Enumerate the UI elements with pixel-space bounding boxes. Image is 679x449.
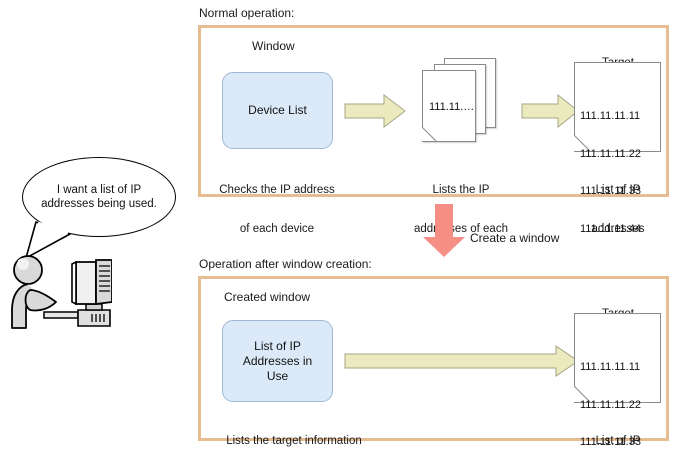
device-list-caption-line-1: Checks the IP address xyxy=(219,184,335,196)
page-fold-icon xyxy=(574,135,591,152)
document-stack-caption: Lists the IP addresses of each xyxy=(396,158,526,262)
ip-address-row: 111.11.11.11 xyxy=(580,361,641,373)
created-window-box-line-3: Use xyxy=(266,368,289,383)
ip-address-row: 111.11.11.11 xyxy=(580,110,641,122)
bottom-panel-heading: Operation after window creation: xyxy=(199,257,372,271)
document-stack: 111.11.… xyxy=(420,58,510,144)
device-list-caption-line-2: of each device xyxy=(239,223,315,235)
top-target-caption-line-1: List of IP xyxy=(595,184,641,196)
created-window-box-line-2: Addresses in xyxy=(242,353,313,368)
arrow-right-long-icon xyxy=(344,345,579,377)
page-fold-icon xyxy=(574,386,591,403)
created-window-box-line-1: List of IP xyxy=(254,338,301,353)
bottom-target-caption: List of IP addresses xyxy=(575,409,661,449)
create-window-down-arrow-icon xyxy=(423,204,465,257)
device-list-box-label: Device List xyxy=(248,103,307,117)
ip-address-row: 111.11.11.22 xyxy=(580,147,641,160)
top-target-caption: List of IP addresses xyxy=(575,158,661,262)
created-window-caption-line-1: Lists the target information xyxy=(226,435,362,447)
top-panel-window-label: Window xyxy=(252,39,295,53)
person-at-computer-icon xyxy=(11,255,112,329)
top-panel-heading: Normal operation: xyxy=(199,6,295,20)
speech-bubble-line-2: addresses being used. xyxy=(41,198,157,210)
bottom-target-caption-line-1: List of IP xyxy=(595,435,641,447)
top-target-document: 111.11.11.11 111.11.11.22 111.11.11.33 1… xyxy=(574,62,661,235)
bottom-panel-window-label: Created window xyxy=(224,290,311,304)
device-list-caption: Checks the IP address of each device xyxy=(201,158,353,262)
ip-address-row: 111.11.11.33 xyxy=(580,185,641,197)
ip-address-row: 111.11.11.44 xyxy=(580,222,641,235)
top-target-ip-list: 111.11.11.11 111.11.11.22 111.11.11.33 1… xyxy=(580,85,641,260)
create-window-label: Create a window xyxy=(470,231,560,245)
page-fold-icon xyxy=(422,127,437,142)
top-target-caption-line-2: addresses xyxy=(591,223,645,235)
created-window-box[interactable]: List of IP Addresses in Use xyxy=(222,320,333,402)
arrow-right-icon-1 xyxy=(344,94,406,128)
speech-bubble: I want a list of IP addresses being used… xyxy=(22,157,176,237)
bottom-target-document: 111.11.11.11 111.11.11.22 111.11.11.33 1… xyxy=(574,313,661,448)
document-stack-caption-line-2: addresses of each xyxy=(414,223,508,235)
bottom-target-ip-list: 111.11.11.11 111.11.11.22 111.11.11.33 1… xyxy=(580,336,641,449)
document-stack-sheet-1: 111.11.… xyxy=(422,70,476,142)
speech-bubble-tail xyxy=(25,221,71,259)
device-list-box[interactable]: Device List xyxy=(222,72,333,149)
arrow-right-icon-2 xyxy=(521,94,579,128)
speech-bubble-line-1: I want a list of IP xyxy=(56,184,142,196)
document-stack-caption-line-1: Lists the IP xyxy=(432,184,490,196)
document-stack-text: 111.11.… xyxy=(429,101,475,113)
created-window-caption: Lists the target information with a sing… xyxy=(201,409,387,449)
ip-address-row: 111.11.11.22 xyxy=(580,398,641,411)
ip-address-row: 111.11.11.33 xyxy=(580,436,641,448)
